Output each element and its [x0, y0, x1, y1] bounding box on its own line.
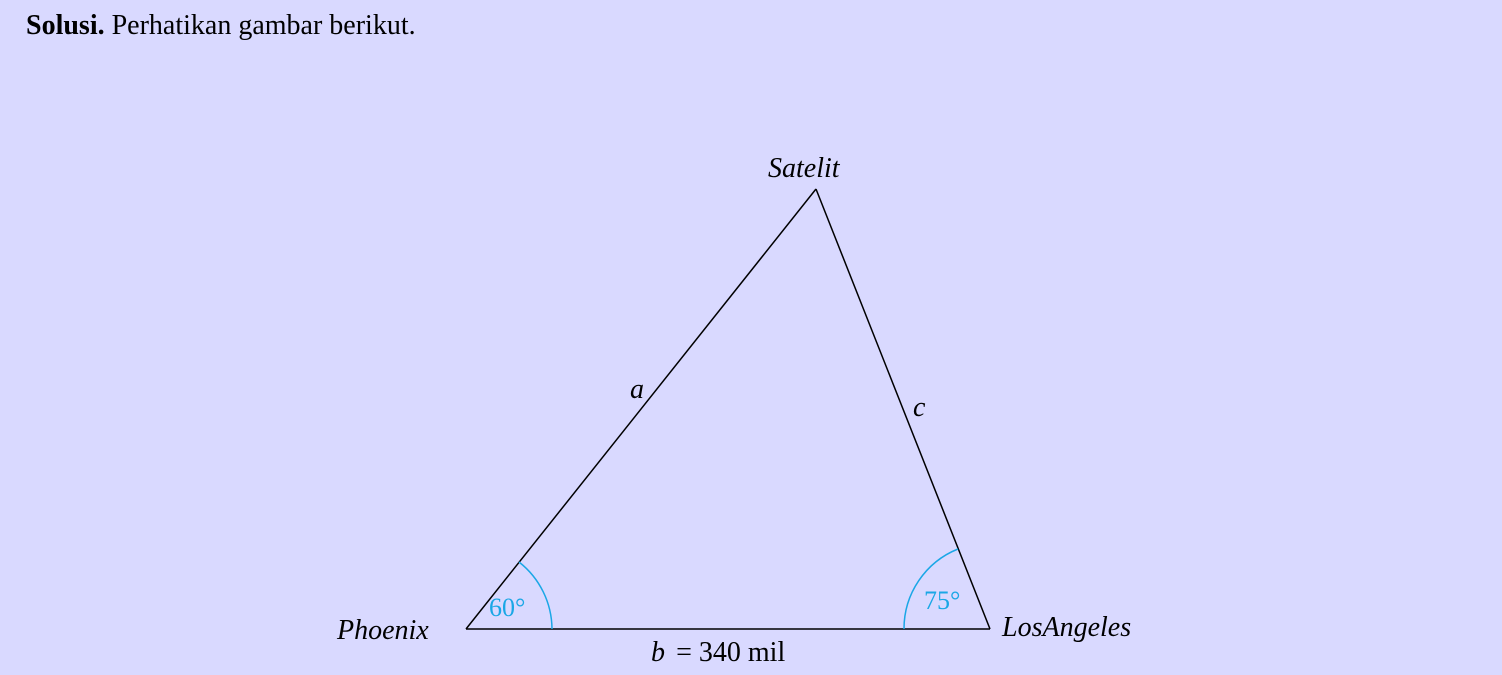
vertex-label-satelit: Satelit — [768, 153, 841, 184]
vertex-label-phoenix: Phoenix — [336, 615, 429, 646]
angle-arc-phoenix — [518, 561, 553, 630]
vertex-label-losangeles: LosAngeles — [1001, 612, 1131, 643]
side-label-b: b = 340 mil — [651, 637, 785, 668]
side-label-a: a — [630, 374, 644, 405]
side-label-c: c — [913, 392, 926, 423]
side-label-b-value: = 340 mil — [676, 637, 785, 668]
intro-text: Perhatikan gambar berikut. — [111, 10, 416, 41]
solution-label: Solusi. — [26, 10, 105, 41]
side-label-b-var: b — [651, 637, 665, 668]
angle-arc-losangeles — [903, 548, 959, 630]
angle-label-losangeles: 75° — [924, 586, 960, 615]
solution-intro: Solusi. Perhatikan gambar berikut. — [26, 10, 416, 42]
angle-label-phoenix: 60° — [489, 593, 525, 622]
side-a-line — [465, 188, 817, 630]
side-c-line — [815, 188, 991, 630]
